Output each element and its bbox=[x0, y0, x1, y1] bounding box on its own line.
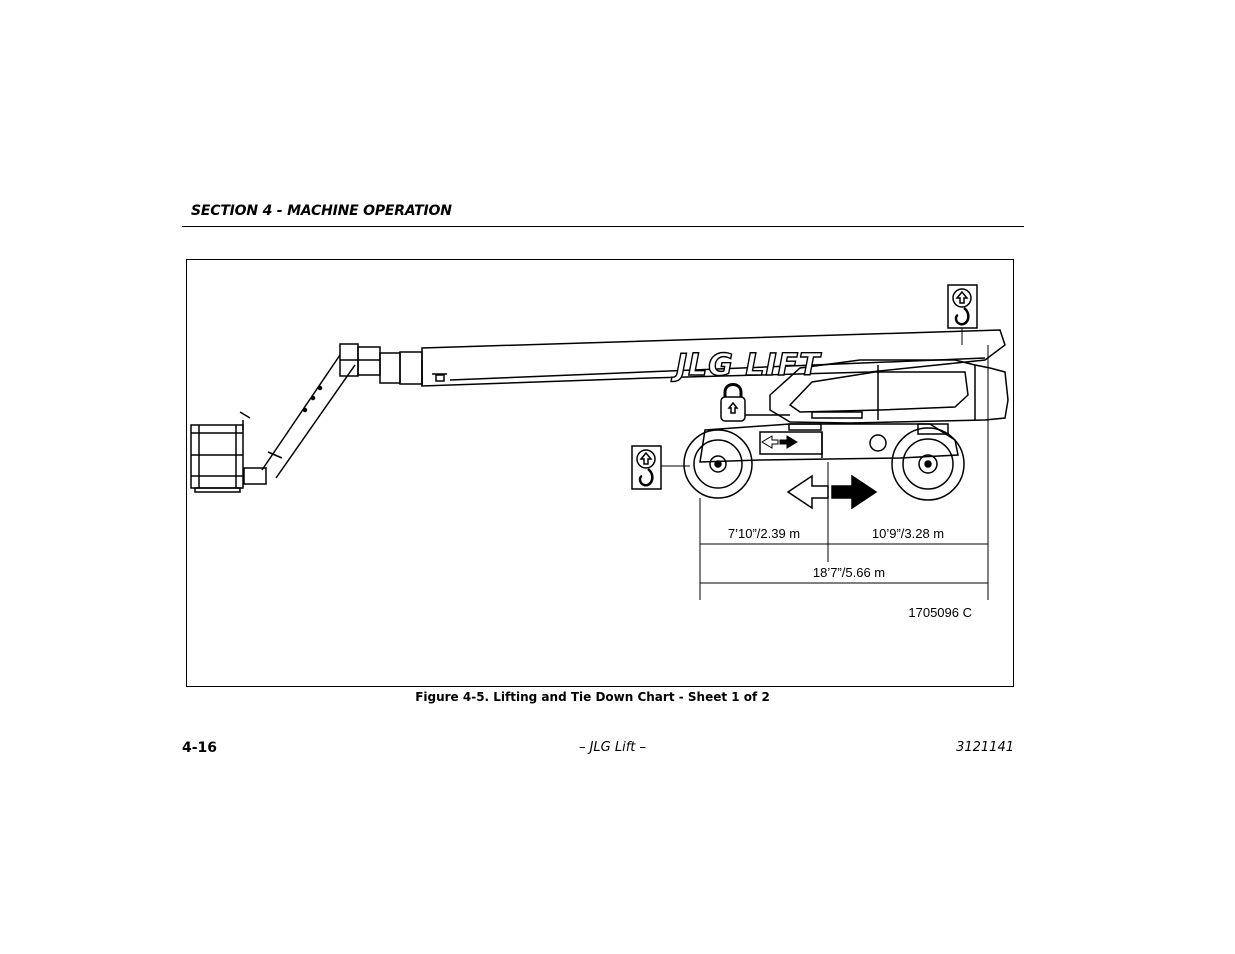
part-number: 1705096 C bbox=[908, 605, 972, 620]
page-number: 4-16 bbox=[182, 740, 218, 756]
rear-wheel bbox=[891, 427, 965, 501]
front-wheel bbox=[683, 429, 753, 499]
tie-down-lock-icon bbox=[720, 383, 746, 422]
jib-arm bbox=[243, 343, 381, 485]
dimension-total: 18’7”/5.66 m bbox=[813, 565, 885, 580]
section-title: SECTION 4 - MACHINE OPERATION bbox=[191, 203, 452, 219]
main-boom bbox=[379, 329, 1006, 387]
turntable bbox=[740, 359, 1009, 424]
jlg-lift-logo: JLG LIFT bbox=[671, 348, 822, 383]
figure-caption: Figure 4-5. Lifting and Tie Down Chart -… bbox=[415, 690, 770, 704]
figure-frame bbox=[186, 259, 1014, 687]
dimension-rear: 10’9”/3.28 m bbox=[872, 526, 944, 541]
dimension-front: 7’10”/2.39 m bbox=[728, 526, 800, 541]
lift-point-icon bbox=[631, 445, 690, 490]
dimension-lines bbox=[699, 345, 989, 600]
footer-title: – JLG Lift – bbox=[578, 740, 647, 755]
lift-point-icon bbox=[947, 284, 978, 345]
platform-basket bbox=[190, 411, 251, 493]
direction-arrows-icon bbox=[761, 435, 878, 510]
header-rule bbox=[182, 226, 1024, 227]
doc-number: 3121141 bbox=[956, 740, 1014, 755]
